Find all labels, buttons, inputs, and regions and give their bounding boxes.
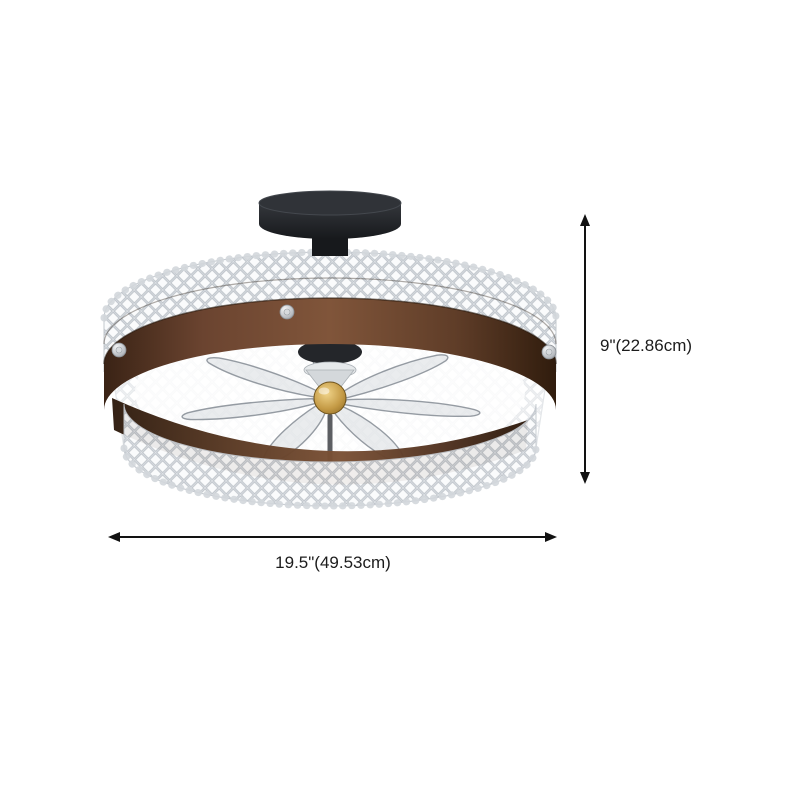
height-arrow-line xyxy=(584,222,586,476)
width-dimension-label: 19.5"(49.53cm) xyxy=(275,553,391,572)
height-dimension-label: 9"(22.86cm) xyxy=(600,336,693,355)
fan-blades xyxy=(179,331,483,465)
scallop-rim-bottom xyxy=(120,444,540,510)
height-dimension-arrow xyxy=(579,214,591,484)
arrowhead-up-icon xyxy=(580,214,590,226)
width-dimension-arrow xyxy=(108,531,557,543)
ceiling-canopy xyxy=(258,190,402,256)
arrowhead-left-icon xyxy=(108,532,120,542)
width-arrow-line xyxy=(116,536,549,538)
fan-hub xyxy=(313,381,347,415)
wood-accent-band xyxy=(103,277,557,410)
fan-motor xyxy=(298,336,362,466)
band-screws xyxy=(111,304,557,360)
arrowhead-down-icon xyxy=(580,472,590,484)
bottom-crystal-band xyxy=(120,403,540,510)
arrowhead-right-icon xyxy=(545,532,557,542)
